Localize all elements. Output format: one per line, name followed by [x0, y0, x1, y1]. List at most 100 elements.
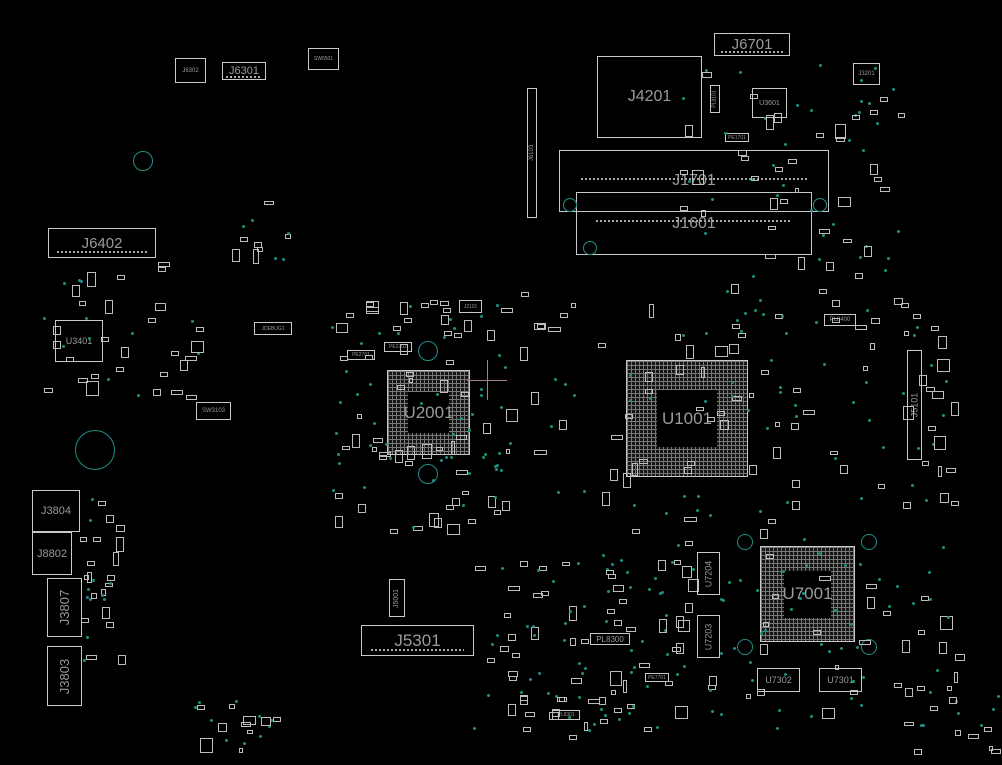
via [850, 697, 853, 700]
via [947, 616, 950, 619]
smd-pad [106, 622, 114, 628]
smd-pad [462, 491, 469, 495]
component-pl8300[interactable]: PL8300 [590, 633, 630, 645]
component-u3401[interactable]: U3401 [55, 320, 103, 362]
smd-pad [342, 446, 350, 450]
via [736, 319, 739, 322]
component-j6301[interactable]: J6301 [222, 62, 266, 80]
smd-pad [171, 390, 183, 395]
component-sw6501[interactable]: SW6501 [308, 48, 339, 70]
smd-pad [506, 409, 518, 422]
smd-pad [116, 525, 125, 532]
smd-pad [446, 505, 454, 510]
refdes-label: U7204 [703, 560, 714, 587]
via [823, 363, 826, 366]
via [385, 443, 388, 446]
pin-row [720, 50, 784, 53]
smd-pad [155, 303, 166, 311]
via [633, 666, 636, 669]
via [452, 433, 455, 436]
via [844, 564, 847, 567]
component-j2101[interactable]: J2101 [459, 300, 482, 313]
component-j3807[interactable]: J3807 [47, 578, 82, 637]
smd-pad [239, 748, 243, 753]
via [484, 453, 487, 456]
component-u7203[interactable]: U7203 [697, 615, 720, 658]
smd-pad [894, 298, 903, 305]
component-j8802[interactable]: J8802 [32, 532, 72, 575]
smd-pad [584, 722, 588, 731]
smd-pad [588, 699, 600, 704]
smd-pad [366, 302, 374, 307]
component-j6402[interactable]: J6402 [48, 228, 156, 258]
smd-pad [335, 493, 343, 499]
smd-pad [644, 727, 652, 732]
smd-pad [607, 609, 615, 614]
component-j3804[interactable]: J3804 [32, 490, 80, 532]
component-j5001[interactable]: J5001 [389, 579, 405, 617]
via [957, 712, 960, 715]
via [537, 569, 540, 572]
component-u2001[interactable]: U2001 [387, 370, 470, 455]
via [759, 510, 762, 513]
via [912, 602, 915, 605]
via [728, 581, 731, 584]
smd-pad [795, 188, 799, 193]
component-j6701[interactable]: J6701 [714, 33, 790, 56]
component-pe1701[interactable]: PE1701 [725, 133, 749, 142]
smd-pad [870, 110, 878, 115]
smd-pad [525, 712, 535, 717]
smd-pad [372, 447, 377, 452]
component-u7301[interactable]: U7301 [819, 668, 862, 692]
via [781, 315, 784, 318]
refdes-label: J5301 [394, 630, 441, 650]
smd-pad [838, 197, 851, 207]
smd-pad [768, 519, 776, 524]
component-j6302[interactable]: J6302 [175, 58, 206, 83]
component-u7204[interactable]: U7204 [697, 552, 720, 595]
smd-pad [684, 517, 697, 522]
smd-pad [539, 566, 547, 571]
refdes-label: U7203 [703, 623, 714, 650]
via [532, 625, 535, 628]
via [874, 67, 877, 70]
via [677, 544, 680, 547]
smd-pad [732, 396, 742, 401]
via [928, 571, 931, 574]
smd-pad [610, 671, 622, 686]
component-j3803[interactable]: J3803 [47, 646, 82, 706]
smd-pad [608, 574, 616, 579]
smd-pad [816, 133, 824, 138]
component-j5301[interactable]: J5301 [361, 625, 474, 656]
via [194, 706, 197, 709]
smd-pad [702, 72, 712, 78]
refdes-label: SW3103 [201, 408, 225, 414]
smd-pad [682, 566, 692, 578]
smd-pad [775, 167, 783, 172]
via [682, 97, 685, 100]
via [473, 727, 476, 730]
smd-pad [557, 697, 565, 702]
component-sw3103[interactable]: SW3103 [196, 402, 231, 420]
component-pl8400[interactable]: PL8400 [824, 314, 856, 326]
smd-pad [951, 501, 959, 506]
smd-pad [792, 480, 800, 488]
component-j6103[interactable]: J6103 [527, 88, 537, 218]
via [633, 504, 636, 507]
smd-pad [940, 493, 949, 503]
smd-pad [672, 647, 681, 652]
smd-pad [874, 177, 882, 182]
smd-pad [508, 586, 520, 591]
component-pl8101[interactable]: PL8101 [710, 85, 720, 113]
component-j5101[interactable]: J5101 [907, 350, 922, 460]
component-jdebug1[interactable]: JDEBUG1 [254, 322, 292, 335]
via [496, 304, 499, 307]
smd-pad [732, 324, 740, 329]
refdes-label: U7301 [827, 675, 854, 685]
smd-pad [738, 333, 746, 338]
via [929, 598, 932, 601]
via [210, 719, 213, 722]
via [420, 402, 423, 405]
smd-pad [422, 444, 432, 459]
